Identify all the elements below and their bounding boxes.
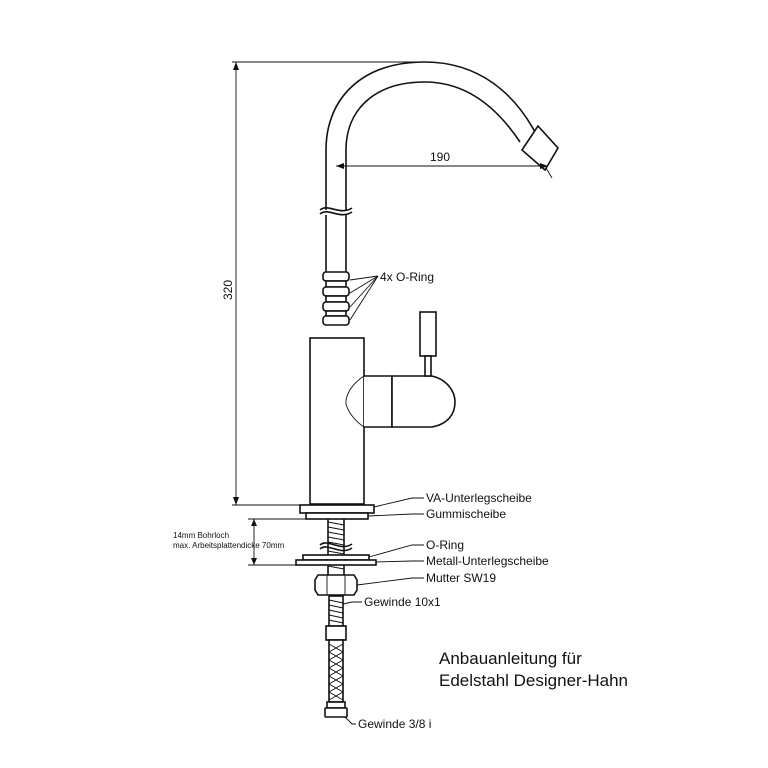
body-fillet-bottom xyxy=(345,403,365,428)
nut-shape xyxy=(314,574,358,596)
spout-outer-line xyxy=(325,61,536,210)
leader-o-ring xyxy=(368,544,424,558)
o-ring-spacer-2 xyxy=(325,295,347,303)
spout-inner-line xyxy=(345,81,521,210)
o-ring-stack xyxy=(322,271,379,326)
spout-break-top xyxy=(319,207,353,212)
faucet-body xyxy=(309,311,456,505)
dim-worktop-arrow-top xyxy=(251,519,257,526)
threaded-rod xyxy=(295,519,377,596)
callout-o-rings: 4x O-Ring xyxy=(380,270,434,284)
callouts: 4x O-Ring VA-Unterlegscheibe Gummischeib… xyxy=(342,270,549,731)
title-line-2: Edelstahl Designer-Hahn xyxy=(439,671,628,690)
o-ring-2 xyxy=(322,286,350,297)
callout-va-washer: VA-Unterlegscheibe xyxy=(426,491,532,505)
leader-metal-washer xyxy=(375,560,424,563)
spout-axis xyxy=(545,167,553,179)
dim-reach-arrow-right xyxy=(540,163,548,169)
rod-break-top xyxy=(319,542,353,548)
lever-stem xyxy=(424,355,432,377)
leader-o-ring-2 xyxy=(349,275,379,294)
hose-crimp-bottom xyxy=(326,701,346,709)
dim-reach-arrow-left xyxy=(336,163,344,169)
callout-thread-top: Gewinde 10x1 xyxy=(364,595,441,609)
dimension-height: 320 xyxy=(221,61,420,506)
lever-handle xyxy=(419,311,437,357)
va-washer-shape xyxy=(299,504,375,514)
callout-metal-washer: Metall-Unterlegscheibe xyxy=(426,554,549,568)
thread-10x1-lines xyxy=(328,599,344,624)
leader-nut xyxy=(356,577,424,586)
leader-thread-bottom xyxy=(344,716,356,725)
metal-washer-shape xyxy=(295,559,377,566)
spout-aerator xyxy=(520,124,559,172)
leader-o-ring-3 xyxy=(349,275,379,308)
mounting-hole-label: 14mm Bohrloch xyxy=(173,531,229,540)
callout-thread-bottom: Gewinde 3/8 i xyxy=(358,717,431,731)
callout-rubber-washer: Gummischeibe xyxy=(426,507,506,521)
upper-washers xyxy=(299,504,375,520)
mounting-thickness-label: max. Arbeitsplattendicke 70mm xyxy=(173,541,284,550)
leader-o-ring-1 xyxy=(349,275,379,281)
spout xyxy=(319,61,559,272)
leader-rubber-washer xyxy=(367,513,424,517)
callout-nut: Mutter SW19 xyxy=(426,571,496,585)
leader-o-ring-4 xyxy=(349,275,379,321)
rubber-washer-shape xyxy=(305,512,369,520)
leader-va-washer xyxy=(373,497,424,508)
valve-housing xyxy=(364,375,393,428)
dim-height-arrow-top xyxy=(233,62,239,70)
dim-height-arrow-bottom xyxy=(233,497,239,505)
o-ring-3 xyxy=(322,301,350,312)
dim-worktop-arrow-bottom xyxy=(251,558,257,565)
dimension-worktop: 14mm Bohrloch max. Arbeitsplattendicke 7… xyxy=(173,518,306,566)
spout-break-bottom xyxy=(319,211,353,216)
body-column xyxy=(309,337,365,505)
hose-braid-pattern xyxy=(328,643,344,701)
callout-o-ring: O-Ring xyxy=(426,538,464,552)
title-line-1: Anbauanleitung für xyxy=(439,649,582,668)
drawing-title: Anbauanleitung für Edelstahl Designer-Ha… xyxy=(439,648,628,692)
valve-cap xyxy=(391,375,456,428)
rod-break-bottom xyxy=(319,546,353,552)
dim-reach-label: 190 xyxy=(430,150,450,164)
connection-hose xyxy=(324,595,348,718)
o-ring-4 xyxy=(322,315,350,326)
o-ring-spacer-1 xyxy=(325,280,347,288)
body-fillet-top xyxy=(345,375,365,401)
dimension-reach: 190 xyxy=(336,150,548,169)
leader-thread-top xyxy=(342,601,362,605)
o-ring-1 xyxy=(322,271,350,282)
hose-crimp-top xyxy=(325,625,347,641)
dim-height-label: 320 xyxy=(221,280,235,300)
hose-nut xyxy=(324,707,348,718)
